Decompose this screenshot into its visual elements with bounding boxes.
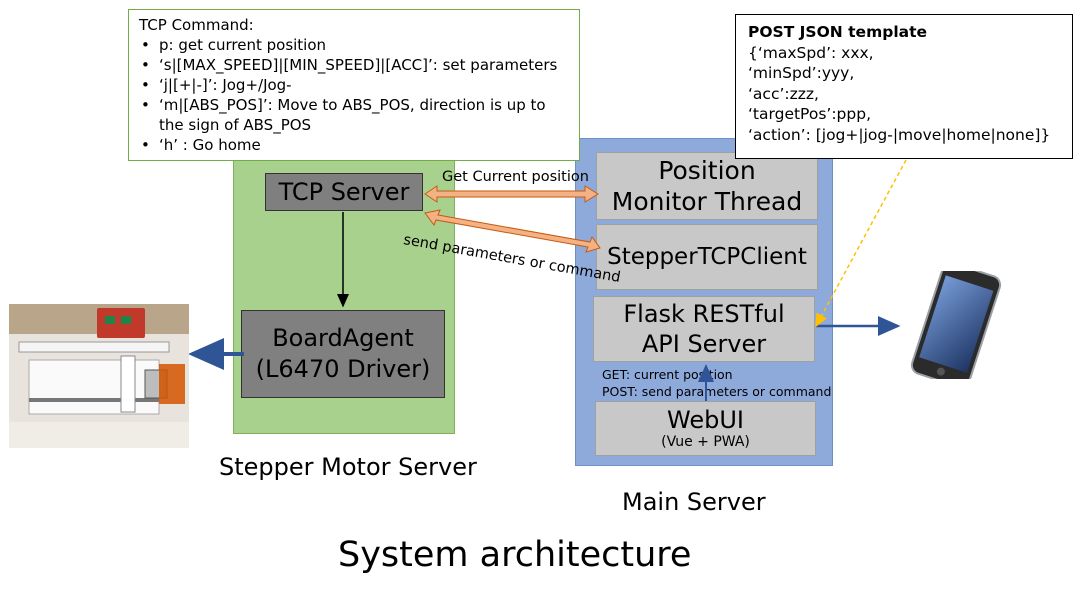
send-parameters-double-arrow [424, 209, 601, 253]
json-template-line: {‘maxSpd’: xxx, [748, 43, 874, 62]
stepper-tcp-client-box: StepperTCPClient [596, 224, 818, 290]
stepper-motor-server-caption: Stepper Motor Server [219, 453, 477, 481]
json-template-line: ‘minSpd’:yyy, [748, 64, 855, 82]
flask-api-server-box: Flask RESTful API Server [593, 296, 815, 362]
webui-label: WebUI [667, 405, 744, 434]
json-template-line: ‘targetPos’:ppp, [748, 105, 872, 123]
smartphone-photo [910, 271, 1002, 379]
tcp-command-title: TCP Command: [139, 16, 254, 34]
position-monitor-label-2: Monitor Thread [611, 187, 803, 216]
json-template-title: POST JSON template [748, 23, 928, 41]
tcp-command-item: ‘m|[ABS_POS]’: Move to ABS_POS, directio… [139, 95, 569, 135]
json-template-connector [815, 159, 907, 328]
tcp-server-box: TCP Server [265, 173, 423, 211]
board-agent-label: BoardAgent [272, 324, 414, 352]
stepper-motor-photo [9, 304, 189, 448]
tcp-server-label: TCP Server [278, 178, 410, 206]
tcp-command-item: ‘s|[MAX_SPEED]|[MIN_SPEED]|[ACC]’: set p… [139, 55, 569, 75]
api-post-note: POST: send parameters or command [602, 384, 832, 399]
tcp-command-list: p: get current position ‘s|[MAX_SPEED]|[… [139, 35, 569, 155]
diagram-title: System architecture [338, 535, 692, 575]
position-monitor-label-1: Position [658, 156, 756, 185]
position-monitor-thread-box: Position Monitor Thread [596, 152, 818, 220]
tcp-command-item: p: get current position [139, 35, 569, 55]
flask-label-2: API Server [641, 330, 767, 358]
board-agent-driver-label: (L6470 Driver) [255, 355, 431, 383]
webui-sub-label: (Vue + PWA) [661, 433, 750, 450]
post-json-template-callout: POST JSON template {‘maxSpd’: xxx, ‘minS… [735, 14, 1073, 159]
webui-box: WebUI (Vue + PWA) [595, 401, 816, 456]
get-position-double-arrow [424, 185, 599, 203]
tcp-command-callout: TCP Command: p: get current position ‘s|… [128, 9, 580, 161]
stepper-tcp-client-label: StepperTCPClient [607, 244, 807, 270]
json-template-line: ‘action’: [jog+|jog-|move|home|none]} [748, 125, 1051, 144]
main-server-caption: Main Server [622, 488, 766, 516]
get-current-position-label: Get Current position [442, 169, 589, 185]
tcp-command-item: ‘h’ : Go home [139, 135, 569, 155]
flask-label-1: Flask RESTful [623, 300, 785, 328]
json-template-line: ‘acc’:zzz, [748, 84, 819, 103]
tcp-command-item: ‘j|[+|-]’: Jog+/Jog- [139, 75, 569, 95]
board-agent-box: BoardAgent (L6470 Driver) [241, 310, 445, 398]
